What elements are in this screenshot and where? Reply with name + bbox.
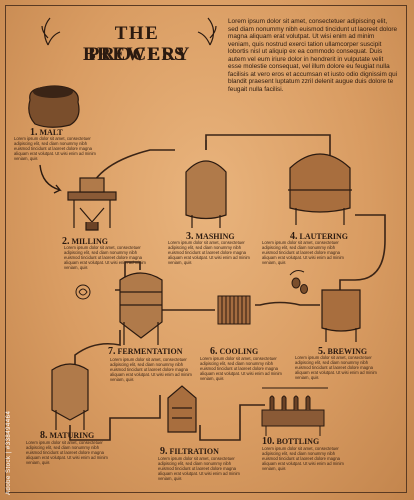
step-label: MALT <box>39 128 63 137</box>
step-label: MASHING <box>195 232 235 241</box>
maturing-tank-icon <box>51 363 89 430</box>
wheat-ornaments <box>41 17 217 46</box>
step-label: MILLING <box>71 237 108 246</box>
title-line-1: THE BREWERY <box>82 23 191 65</box>
filter-icon <box>167 385 197 433</box>
bottling-line-icon <box>261 387 328 436</box>
step-title: 2. MILLING <box>62 236 108 247</box>
fermenter-icon <box>119 272 163 345</box>
step-label: FERMENTATION <box>117 347 183 356</box>
lauter-tun-icon <box>288 153 352 225</box>
title-line-2: PROCESS <box>87 44 187 65</box>
malt-sack-icon <box>28 85 80 128</box>
step-title: 9. FILTRATION <box>160 446 219 457</box>
step-description: Lorem ipsum dolor sit amet, consectetuer… <box>14 136 96 161</box>
wheat-right-icon <box>197 17 217 46</box>
pipe-cool-to-ferment <box>159 300 215 311</box>
step-description: Lorem ipsum dolor sit amet, consectetuer… <box>168 240 250 265</box>
step-number: 8. <box>40 430 48 441</box>
step-title: 10. BOTTLING <box>262 436 319 447</box>
step-title: 3. MASHING <box>186 231 235 242</box>
step-number: 5. <box>318 346 326 357</box>
pipe-ferment-to-mature <box>74 330 121 365</box>
arrow-malt-to-mill-icon <box>39 164 62 194</box>
pipe-brew-to-cool <box>255 301 320 306</box>
mill-icon <box>67 177 117 231</box>
step-description: Lorem ipsum dolor sit amet, consectetuer… <box>262 446 344 471</box>
step-description: Lorem ipsum dolor sit amet, consectetuer… <box>262 240 344 265</box>
pipe-mature-to-filter <box>69 395 161 441</box>
step-description: Lorem ipsum dolor sit amet, consectetuer… <box>26 440 108 465</box>
pipe-lauter-to-brew <box>339 214 386 290</box>
step-label: COOLING <box>219 347 259 356</box>
step-title: 8. MATURING <box>40 430 94 441</box>
step-number: 3. <box>186 231 194 242</box>
wheat-left-icon <box>41 17 61 46</box>
pipe-filter-to-bottle <box>199 404 265 441</box>
step-number: 7. <box>108 346 116 357</box>
pipe-malt-to-mill <box>94 149 175 181</box>
step-number: 10. <box>262 436 275 447</box>
step-label: MATURING <box>49 431 95 440</box>
cooler-icon <box>217 295 251 325</box>
step-number: 6. <box>210 346 218 357</box>
step-title: 6. COOLING <box>210 346 258 357</box>
step-number: 1. <box>30 127 38 138</box>
step-title: 1. MALT <box>30 127 63 138</box>
step-title: 5. BREWING <box>318 346 367 357</box>
yeast-icon <box>75 284 91 300</box>
step-description: Lorem ipsum dolor sit amet, consectetuer… <box>200 356 282 381</box>
step-label: BREWING <box>327 347 368 356</box>
mash-tun-icon <box>185 140 227 228</box>
border-frame <box>5 5 407 493</box>
step-label: LAUTERING <box>299 232 348 241</box>
step-description: Lorem ipsum dolor sit amet, consectetuer… <box>110 357 192 382</box>
brew-kettle-icon <box>321 289 361 342</box>
step-label: FILTRATION <box>169 447 219 456</box>
step-description: Lorem ipsum dolor sit amet, consectetuer… <box>158 456 240 481</box>
step-description: Lorem ipsum dolor sit amet, consectetuer… <box>64 245 146 270</box>
step-title: 4. LAUTERING <box>290 231 348 242</box>
intro-paragraph: Lorem ipsum dolor sit amet, consectetuer… <box>228 18 398 93</box>
step-label: BOTTLING <box>276 437 320 446</box>
step-title: 7. FERMENTATION <box>108 346 183 357</box>
hops-icon <box>289 270 308 294</box>
step-description: Lorem ipsum dolor sit amet, consectetuer… <box>295 355 377 380</box>
watermark: Adobe Stock | #338494464 <box>6 410 12 495</box>
step-number: 9. <box>160 446 168 457</box>
step-number: 2. <box>62 236 70 247</box>
step-number: 4. <box>290 231 298 242</box>
